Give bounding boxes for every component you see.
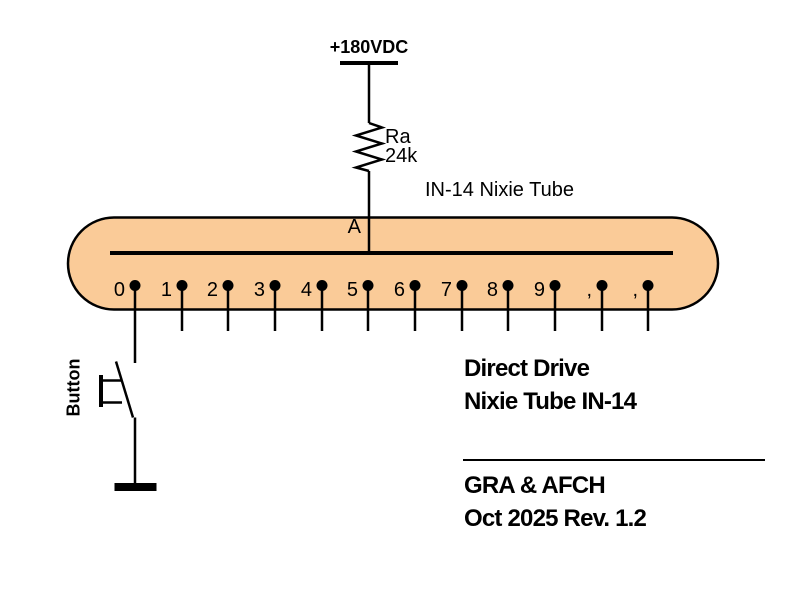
button-label: Button (63, 358, 84, 417)
pin-comma-left (596, 280, 608, 331)
title-line-1: Direct Drive (464, 355, 590, 382)
pin-0 (129, 280, 141, 363)
tube-pins (129, 280, 654, 363)
pin-6 (409, 280, 421, 331)
title-block-product: Direct Drive Nixie Tube IN-14 (464, 352, 637, 418)
pin-4 (316, 280, 328, 331)
pin-9 (549, 280, 561, 331)
pin-label-4: 4 (300, 279, 312, 301)
pushbutton-symbol (99, 361, 157, 491)
company-name: GRA & AFCH (464, 472, 606, 499)
pin-3 (269, 280, 281, 331)
pin-label-8: 8 (486, 279, 498, 301)
revision-text: Oct 2025 Rev. 1.2 (464, 505, 647, 532)
power-voltage-label: +180VDC (329, 37, 409, 57)
resistor-designator: Ra (385, 126, 411, 148)
anode-label: A (347, 216, 361, 238)
pin-label-comma-left: , (586, 279, 592, 301)
pin-label-comma-right: , (632, 279, 638, 301)
pin-comma-right (642, 280, 654, 331)
ground-bar (114, 483, 157, 491)
title-line-2: Nixie Tube IN-14 (464, 388, 637, 415)
resistor-value: 24k (385, 145, 418, 167)
pin-label-7: 7 (440, 279, 452, 301)
pin-label-0: 0 (113, 279, 125, 301)
pin-label-5: 5 (346, 279, 358, 301)
pin-label-2: 2 (206, 279, 218, 301)
pin-label-1: 1 (160, 279, 172, 301)
pin-1 (176, 280, 188, 331)
pin-label-3: 3 (253, 279, 265, 301)
pin-5 (362, 280, 374, 331)
resistor-symbol (351, 121, 387, 173)
pin-7 (456, 280, 468, 331)
tube-title: IN-14 Nixie Tube (425, 179, 574, 201)
switch-arm (114, 361, 135, 418)
pin-2 (222, 280, 234, 331)
pin-8 (502, 280, 514, 331)
power-rail-symbol (340, 61, 398, 123)
pin-label-9: 9 (533, 279, 545, 301)
pin-label-6: 6 (393, 279, 405, 301)
title-block-rev: GRA & AFCH Oct 2025 Rev. 1.2 (464, 469, 647, 535)
